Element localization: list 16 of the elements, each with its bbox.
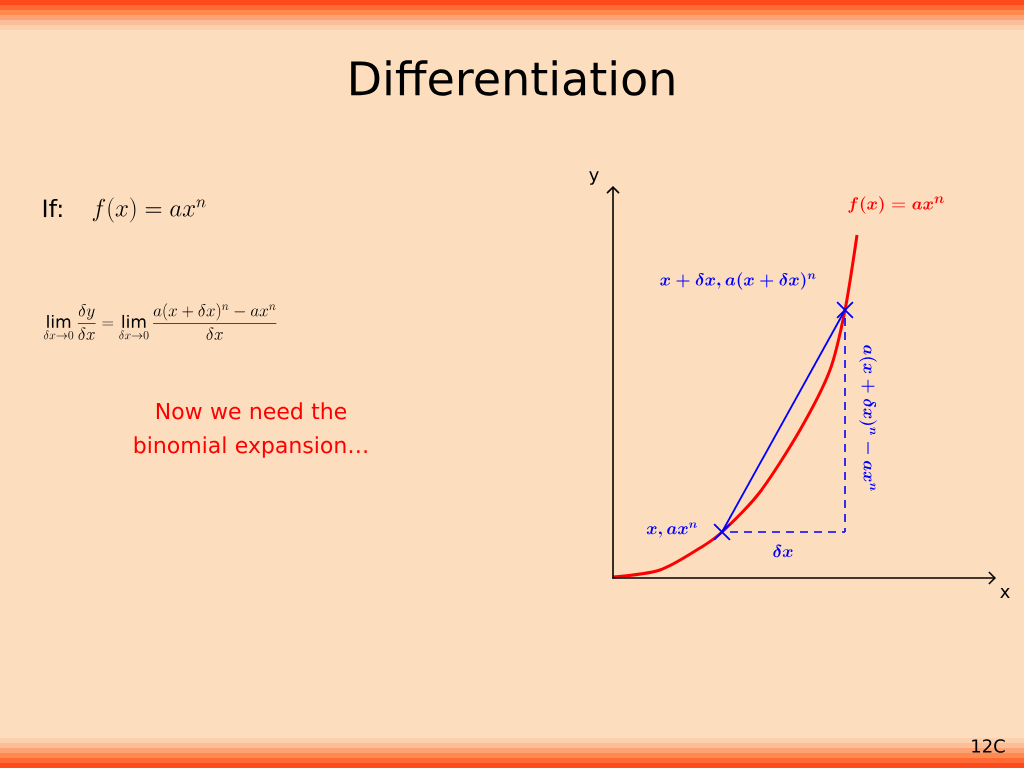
- curve-label: $f(x) = ax^{n}$: [848, 196, 944, 214]
- axis-label: y: [589, 171, 599, 185]
- condition-label: If:: [43, 198, 62, 218]
- point-marker: [713, 523, 731, 541]
- dimension-label: $\delta x$: [773, 544, 793, 558]
- point-label: $x, ax^{n}$: [646, 522, 697, 538]
- axis-label: x: [1000, 588, 1010, 598]
- title: Differentiation: [351, 60, 674, 96]
- chord-line: [721, 309, 846, 533]
- formula: $f(x) = ax^{n}$: [92, 197, 206, 223]
- note: Now we need the binomial expansion…: [134, 402, 367, 458]
- dimension-label: $a(x + \delta x)^{n} - ax^{n}$: [859, 345, 877, 491]
- point-label: $x + \delta x, a(x + \delta x)^{n}$: [660, 272, 816, 290]
- point-marker: [836, 301, 854, 319]
- formula: $\lim_{\delta x \to 0} \frac{\delta y}{\delta x} = \lim_{\delta x \to 0} \frac{a(x + \delta x)^{n} - ax^{n}}{\delta x}$: [44, 303, 277, 340]
- slide-number: 12C: [972, 739, 1005, 753]
